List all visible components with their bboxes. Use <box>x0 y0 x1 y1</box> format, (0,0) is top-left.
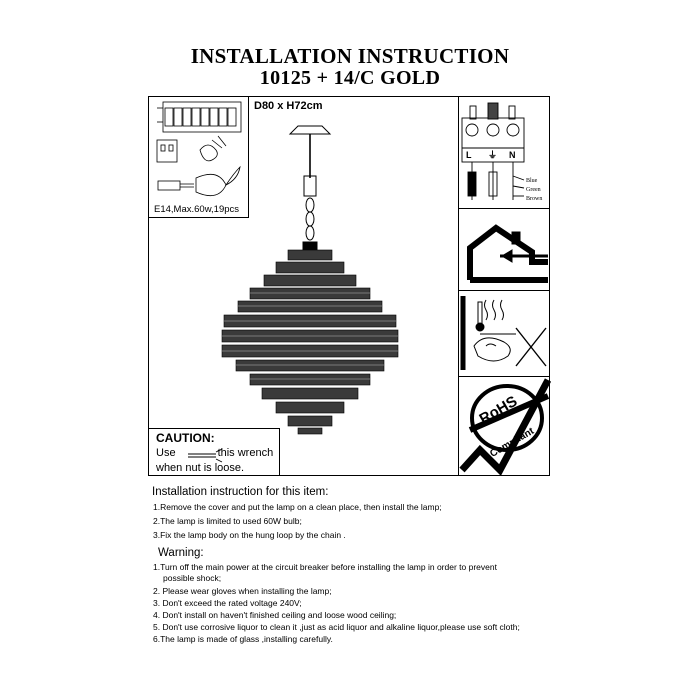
warning-item: 1.Turn off the main power at the circuit… <box>153 562 497 572</box>
separator-line <box>458 376 550 377</box>
plug-socket-icon <box>156 135 227 163</box>
install-step: 3.Fix the lamp body on the hung loop by … <box>153 530 346 540</box>
caution-title: CAUTION: <box>156 431 215 445</box>
product-diagram-frame <box>148 96 550 476</box>
install-heading: Installation instruction for this item: <box>152 486 329 498</box>
wire-blue-label: Blue <box>526 178 538 184</box>
symbol-column <box>458 96 550 476</box>
warning-item: possible shock; <box>163 573 222 583</box>
warning-heading: Warning: <box>158 547 204 559</box>
warning-item: 6.The lamp is made of glass ,installing … <box>153 634 333 644</box>
chandelier-illustration <box>288 125 332 251</box>
warning-item: 5. Don't use corrosive liquor to clean i… <box>153 622 520 632</box>
wire-green-label: Green <box>526 187 541 193</box>
warning-item: 2. Please wear gloves when installing th… <box>153 586 332 596</box>
terminal-block-icon <box>157 101 242 133</box>
terminal-earth-label: ⏚ <box>488 150 497 160</box>
document-title: INSTALLATION INSTRUCTION <box>190 44 510 68</box>
install-step: 2.The lamp is limited to used 60W bulb; <box>153 516 302 526</box>
warning-item: 4. Don't install on haven't finished cei… <box>153 610 397 620</box>
caution-box: CAUTION: Use this wrench when nut is loos… <box>148 428 280 476</box>
separator-line <box>458 208 550 209</box>
wire-brown-label: Brown <box>526 196 542 202</box>
wrench-icon <box>188 448 223 463</box>
crystal-tiers <box>221 249 399 435</box>
wiring-terminal-icon <box>461 102 525 200</box>
connector-panel <box>148 96 249 218</box>
model-number: 10125 + 14/C GOLD <box>259 67 441 89</box>
separator-line <box>458 290 550 291</box>
terminal-l-label: L <box>466 150 472 160</box>
dimensions-label: D80 x H72cm <box>254 100 323 112</box>
warning-item: 3. Don't exceed the rated voltage 240V; <box>153 598 302 608</box>
rohs-compliant-icon: RoHS Compliant <box>459 378 552 476</box>
rohs-text: RoHS <box>476 393 520 428</box>
candle-bulb-icon <box>157 165 241 197</box>
bulb-spec-label: E14,Max.60w,19pcs <box>154 204 240 215</box>
install-step: 1.Remove the cover and put the lamp on a… <box>153 502 442 512</box>
caution-wrench-text: this wrench <box>217 447 274 459</box>
crystal-texture <box>222 292 398 380</box>
no-moisture-icon <box>460 296 547 370</box>
indoor-house-icon <box>467 224 548 283</box>
terminal-n-label: N <box>509 150 516 160</box>
caution-use: Use <box>156 447 176 459</box>
caution-line2: when nut is loose. <box>156 462 245 474</box>
